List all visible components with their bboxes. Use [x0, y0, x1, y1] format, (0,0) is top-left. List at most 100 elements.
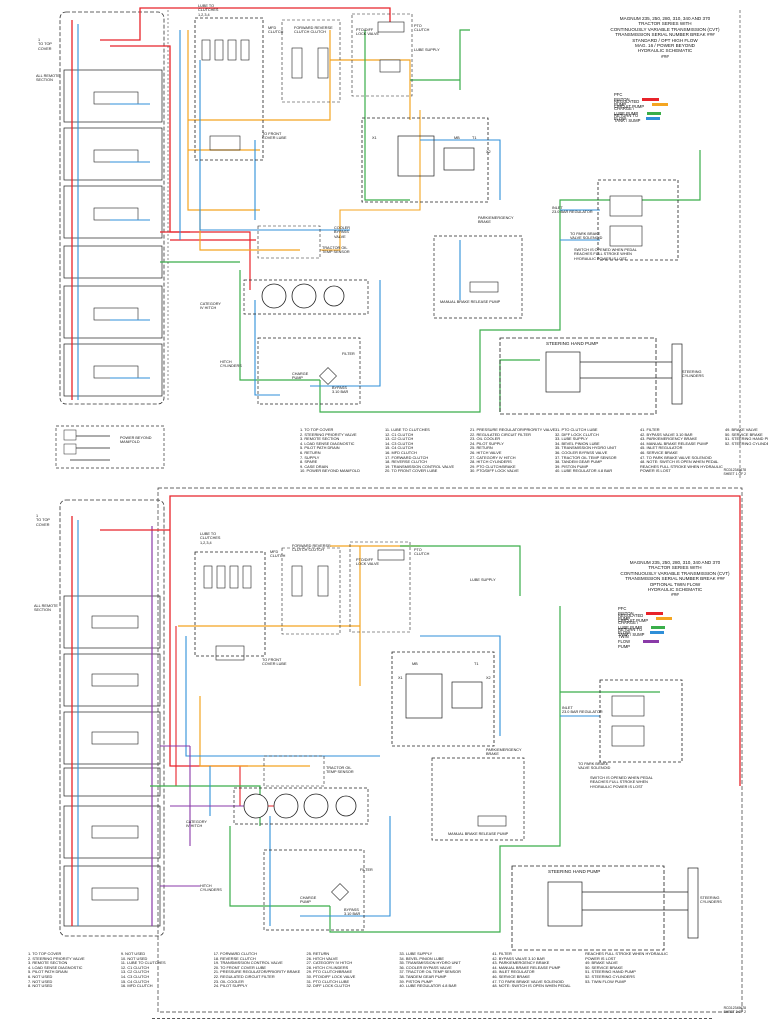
- parts-list-item: 5. PILOT PATH DRAIN: [300, 445, 340, 451]
- parts-list-item: 49. BRAKE VALVE: [585, 960, 618, 966]
- label-t1: T1: [472, 136, 477, 140]
- spool-blocks: [93, 91, 139, 379]
- label-mfd-clutch: MFD CLUTCH: [270, 550, 286, 559]
- sheet-title: MAGNUM 235, 250, 280, 310, 340 AND 370 T…: [620, 560, 730, 598]
- return-circuit: [185, 635, 600, 926]
- schematic-sheet-twin-flow: MAGNUM 235, 250, 280, 310, 340 AND 370 T…: [0, 486, 768, 1024]
- parts-list-item: 33. LUBE SUPPLY: [399, 951, 433, 956]
- tandem-gear-pump-symbol: [291, 283, 317, 309]
- parts-list-item: 8. SPARE: [300, 459, 318, 465]
- parts-list-item: 26. HITCH VALVE: [306, 955, 338, 961]
- parts-list-item: 18. REVERSE CLUTCH: [385, 459, 427, 465]
- parts-list-item: 2. STEERING PRIORITY VALVE: [300, 431, 357, 437]
- parts-list-item: 7. SUPPLY: [300, 454, 320, 460]
- label-lube-to-clutches: LUBE TO CLUTCHES 1,2,3,4: [200, 532, 221, 545]
- parts-list-item: 45. INLET REGULATOR: [640, 445, 683, 451]
- legend-item: CHARGE / LUBE PUMP FLOW: [614, 106, 661, 121]
- brake-valve-outline: [597, 179, 679, 261]
- label-inlet: INLET 23.0 BAR REGULATOR: [562, 706, 603, 715]
- hydraulic-schematic-diagram: [55, 7, 741, 480]
- remote-sections: [63, 595, 161, 927]
- parts-list-item: 44. MANUAL BRAKE RELEASE PUMP: [640, 440, 709, 446]
- parts-list-item: 35. TRANSMISSION HYDRO UNIT: [555, 445, 617, 451]
- label-filter: FILTER: [360, 868, 373, 872]
- hydro-unit-outline: [361, 117, 489, 203]
- parts-list-item: 25. RETURN: [306, 951, 330, 956]
- parts-list-item: 29. PTO CLUTCH/BRAKE: [470, 463, 516, 469]
- parts-list-item: 27. CATEGORY IV HITCH: [470, 454, 516, 460]
- parts-list-item: 50. SERVICE BRAKE: [585, 964, 623, 970]
- label-park-brake: PARK/EMERGENCY BRAKE: [486, 748, 522, 757]
- label-lube-to-clutches: LUBE TO CLUTCHES 1,2,3,4: [198, 4, 219, 17]
- parts-list-item: 36. COOLER BYPASS VALVE: [399, 964, 452, 970]
- label-top-cover: 1 TO TOP COVER: [36, 514, 50, 527]
- parts-list-item: 51. STEERING HAND PUMP: [725, 436, 768, 442]
- parts-list-item: 20. TO FRONT COVER LUBE: [213, 964, 267, 970]
- parts-list-item: 21. PRESSURE REGULATOR/PRIORITY BRAKE: [213, 969, 301, 975]
- parts-list-item: 17. FORWARD CLUTCH: [213, 951, 257, 956]
- label-mb: MB: [412, 662, 418, 666]
- parts-list-item: 5. PILOT PATH DRAIN: [28, 969, 68, 975]
- label-charge-pump: CHARGE PUMP: [292, 372, 309, 381]
- regulated-circuit: [187, 30, 411, 251]
- label-steering-hand-pump: STEERING HAND PUMP: [548, 869, 601, 874]
- label-front-cover-lube: TO FRONT COVER LUBE: [262, 132, 287, 141]
- parts-list-item: 42. BYPASS VALVE 3.10 BAR: [640, 431, 693, 437]
- parts-list-item: 35. TRANSMISSION HYDRO UNIT: [399, 960, 461, 966]
- parts-list-item: 10. POWER BEYOND MANIFOLD: [300, 468, 360, 474]
- spool-blocks: [91, 615, 139, 901]
- piston-pump-symbol: [261, 283, 287, 309]
- parts-list-item: 30. PTO/DIFF LOCK VALVE: [470, 468, 519, 474]
- legend-item: RETURN TO TANK / SUMP: [618, 627, 665, 637]
- label-switch-note: SWITCH IS OPENED WHEN PEDAL REACHES FULL…: [574, 248, 637, 261]
- parts-list-item: 48. NOTE: SWITCH IS OPEN WHEN PEDAL: [640, 459, 719, 465]
- parts-list-item: 29. PTO CLUTCH/BRAKE: [306, 969, 353, 975]
- page-number: RCD12345678 SHEET 2 OF 2: [723, 1006, 746, 1014]
- parts-list-item: 41. FILTER: [640, 427, 660, 432]
- label-top-cover: 1 TO TOP COVER: [38, 38, 52, 51]
- parts-list-item: 3. REMOTE SECTION: [300, 436, 340, 442]
- label-bypass: BYPASS 3.10 BAR: [332, 386, 349, 395]
- parts-list-item: 37. TRACTOR OIL TEMP SENSOR: [399, 969, 461, 975]
- page-footer-rule: [152, 1018, 712, 1025]
- parts-list-item: 3. REMOTE SECTION: [28, 960, 68, 966]
- label-park-valve: TO PARK BRAKE VALVE SOLENOID: [570, 232, 603, 241]
- label-mfd-clutch: MFD CLUTCH: [268, 26, 284, 35]
- label-pto-diff: PTO/DIFF LOCK VALVE: [356, 558, 380, 567]
- label-x2: X2: [486, 676, 491, 680]
- legend-item: PFC PISTON PUMP: [614, 92, 659, 107]
- parts-list-item: POWER IS LOST: [585, 955, 616, 961]
- label-filter: FILTER: [342, 352, 355, 356]
- sheet-frame: [157, 487, 743, 1013]
- parts-list-item: 1. TO TOP COVER: [300, 427, 334, 432]
- label-t1: T1: [474, 662, 479, 666]
- parts-list-item: 40. LUBE REGULATOR 4.8 BAR: [555, 468, 613, 474]
- parts-list-item: 17. FORWARD CLUTCH: [385, 454, 429, 460]
- parts-list-item: 46. SERVICE BRAKE: [492, 973, 530, 979]
- page-number: RCD12345678 SHEET 1 OF 2: [723, 468, 746, 476]
- legend-item: RETURN TO TANK / SUMP: [614, 113, 661, 123]
- parts-list-item: 23. OIL COOLER: [470, 436, 501, 442]
- parts-list-item: 52. STEERING CYLINDERS: [585, 973, 635, 979]
- parts-list-item: 52. STEERING CYLINDERS: [725, 440, 768, 446]
- label-x1: X1: [372, 136, 377, 140]
- parts-list-item: 42. BYPASS VALVE 3.10 BAR: [492, 955, 545, 961]
- parts-list-item: 53. TWIN FLOW PUMP: [585, 978, 627, 984]
- legend-item: REGULATED CIRCUIT PUMP: [618, 613, 673, 623]
- clutch-solenoids: [201, 39, 250, 151]
- parts-list-item: 10. NOT USED: [120, 955, 148, 961]
- parts-list-item: 6. RETURN: [300, 449, 321, 455]
- remote-valve-stack-outline: [59, 11, 165, 405]
- sheet-title: MAGNUM 235, 250, 280, 310, 340 AND 370 T…: [610, 16, 720, 59]
- label-manual-release: MANUAL BRAKE RELEASE PUMP: [448, 832, 509, 836]
- label-steering-cylinders: STEERING CYLINDERS: [682, 370, 704, 379]
- label-cooler: COOLER BYPASS VALVE: [334, 226, 351, 239]
- label-park-valve: TO PARK BRAKE VALVE SOLENOID: [578, 762, 611, 771]
- parts-list-item: 27. CATEGORY IV HITCH: [306, 960, 353, 966]
- parts-list-item: 28. HITCH CYLINDERS: [470, 459, 512, 465]
- label-steering-hand-pump: STEERING HAND PUMP: [546, 341, 599, 346]
- label-inlet: INLET 23.0 BAR REGULATOR: [552, 206, 593, 215]
- parts-list-item: 15. C4 CLUTCH: [385, 445, 414, 451]
- parts-list-item: 50. SERVICE BRAKE: [725, 431, 763, 437]
